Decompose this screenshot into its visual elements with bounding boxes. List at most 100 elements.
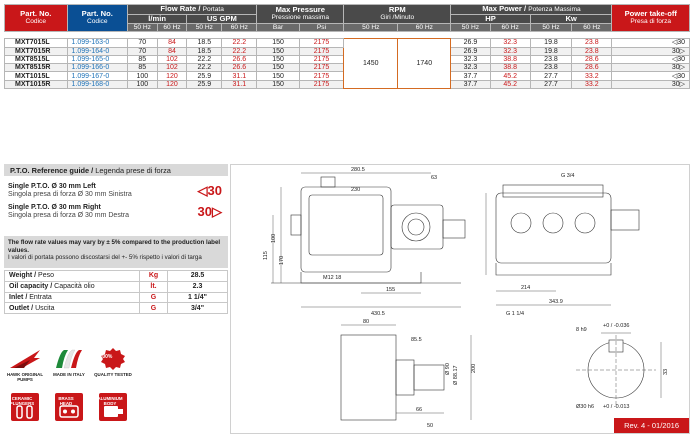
col-hp: HP (450, 14, 531, 24)
spec-label: Outlet / Uscita (4, 302, 140, 315)
sub-psi: Psi (298, 22, 345, 33)
flow-gpm-50-cell: 18.5 (186, 38, 223, 48)
col-max-power: Max Power / Potenza Massima (450, 4, 613, 15)
sub-60hz: 60 Hz (156, 22, 188, 33)
dim-214: 214 (521, 285, 530, 291)
shaft-front (610, 209, 640, 231)
dim-230: 230 (351, 187, 360, 193)
part-number-cell: MXT8515R (4, 63, 68, 73)
pressure-bar-cell: 150 (256, 79, 300, 90)
code-cell: 1.099-164-0 (66, 46, 128, 56)
sub-50hz: 50 Hz (343, 22, 399, 33)
flow-gpm-60-cell: 31.1 (221, 71, 258, 81)
pressure-bar-cell: 150 (256, 46, 300, 56)
part-number-cell: MXT7015R (4, 46, 68, 56)
flow-gpm-60-cell: 22.2 (221, 46, 258, 56)
kw60-cell: 28.6 (571, 54, 613, 65)
part-number-cell: MXT7015L (4, 38, 68, 48)
flow-lmin-60-cell: 120 (156, 79, 188, 90)
notice-en: The flow rate values may vary by ± 5% co… (8, 239, 221, 254)
dim-280-5: 280.5 (351, 167, 365, 173)
header-row-2: l/min US GPM HP Kw (5, 14, 690, 24)
sub-60hz: 60 Hz (489, 22, 531, 33)
kw60-cell: 23.8 (571, 38, 613, 48)
pump-body-side (300, 186, 392, 273)
spec-value: 1 1/4" (167, 291, 228, 304)
flow-lmin-50-cell: 85 (126, 54, 158, 65)
flow-lmin-60-cell: 84 (156, 46, 188, 56)
spec-unit: Kg (139, 270, 168, 282)
dim-200: 200 (471, 364, 477, 373)
pto-left-icon: ◁30 (197, 183, 222, 198)
pto-cell: ◁30 (611, 38, 690, 48)
code-cell: 1.099-167-0 (66, 71, 128, 81)
kw50-cell: 19.8 (529, 46, 573, 56)
pto-cell: ◁30 (611, 71, 690, 81)
brass-label: BRASS HEAD (58, 396, 74, 406)
dim-50: 50 (427, 423, 433, 429)
pto-guide-title: P.T.O. Reference guide / Legenda prese d… (4, 164, 228, 176)
dim-33: 33 (663, 369, 669, 375)
dim-115: 115 (263, 251, 269, 260)
ceramic-plunger-icon (11, 393, 39, 421)
flow-lmin-50-cell: 70 (126, 46, 158, 56)
col-usgpm: US GPM (186, 14, 258, 24)
kw60-cell: 23.8 (571, 46, 613, 56)
dim-155: 155 (386, 287, 395, 293)
flow-lmin-50-cell: 100 (126, 79, 158, 90)
pressure-psi-cell: 2175 (298, 63, 345, 73)
pto-right-row: Single P.T.O. Ø 30 mm Right Singola pres… (4, 204, 228, 223)
hp50-cell: 37.7 (450, 79, 491, 90)
kw50-cell: 27.7 (529, 79, 573, 90)
flow-gpm-50-cell: 22.2 (186, 54, 223, 65)
quality-seal-icon (101, 348, 125, 370)
sub-60hz: 60 Hz (221, 22, 258, 33)
hp50-cell: 26.9 (450, 46, 491, 56)
flow-lmin-60-cell: 102 (156, 63, 188, 73)
col-lmin: l/min (126, 14, 188, 24)
hp60-cell: 32.3 (489, 46, 531, 56)
sub-60hz: 60 Hz (397, 22, 452, 33)
flow-gpm-50-cell: 25.9 (186, 71, 223, 81)
dim-g114: G 1 1/4 (506, 311, 524, 317)
dim-343-9: 343.9 (549, 299, 563, 305)
dim-63: 63 (431, 175, 437, 181)
flow-gpm-60-cell: 26.6 (221, 63, 258, 73)
dim-g34: G 3/4 (561, 173, 574, 179)
pressure-psi-cell: 2175 (298, 38, 345, 48)
header-row-3: 50 Hz 60 Hz 50 Hz 60 Hz Bar Psi 50 Hz 60… (5, 22, 690, 33)
hp60-cell: 45.2 (489, 79, 531, 90)
dim-m12: M12 18 (323, 275, 341, 281)
hp60-cell: 45.2 (489, 71, 531, 81)
kw50-cell: 23.8 (529, 54, 573, 65)
dim-430-5: 430.5 (371, 311, 385, 317)
kw50-cell: 19.8 (529, 38, 573, 48)
technical-drawing: 280.5 230 63 100 170 115 M12 18 155 430.… (230, 164, 690, 434)
col-part-no: Part. No.Codice (4, 3, 68, 33)
code-cell: 1.099-166-0 (66, 63, 128, 73)
dim-30h6: Ø30 h6 (576, 404, 594, 410)
part-number-cell: MXT1015R (4, 79, 68, 90)
dim-8h9-tol: +0 / -0.036 (603, 323, 629, 329)
flow-lmin-60-cell: 84 (156, 38, 188, 48)
pto-left-row: Single P.T.O. Ø 30 mm Left Singola presa… (4, 183, 228, 202)
sub-50hz: 50 Hz (126, 22, 158, 33)
code-cell: 1.099-165-0 (66, 54, 128, 65)
pressure-bar-cell: 150 (256, 71, 300, 81)
flow-lmin-60-cell: 102 (156, 54, 188, 65)
hp50-cell: 37.7 (450, 71, 491, 81)
spec-unit: G (139, 291, 168, 304)
kw60-cell: 28.6 (571, 63, 613, 73)
flow-gpm-50-cell: 25.9 (186, 79, 223, 90)
spec-value: 2.3 (167, 280, 228, 293)
brass-head-icon (55, 393, 83, 421)
pto-cell: 30▷ (611, 79, 690, 90)
col-code: Part. No.Codice (66, 3, 128, 33)
spec-value: 3/4" (167, 302, 228, 315)
